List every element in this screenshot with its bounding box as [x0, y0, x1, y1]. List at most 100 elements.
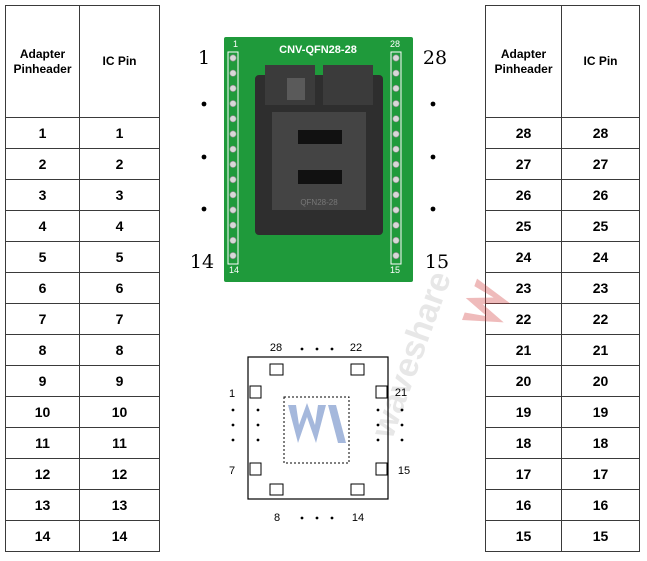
ic-label-bottom-left: 8 [274, 512, 280, 524]
pin-hole [229, 69, 237, 77]
pin-hole [392, 69, 400, 77]
pin-header-outline [390, 51, 402, 265]
socket-latch-right [323, 65, 373, 105]
header-adapter-pinheader: Adapter Pinheader [5, 5, 80, 118]
pin-hole [392, 100, 400, 108]
adapter-board: CNV-QFN28-28 1 28 14 15 QFN28-28 [224, 37, 413, 282]
ic-pin-dot [256, 438, 260, 442]
board-corner-top-left: 1 [233, 39, 238, 49]
cell-ic-pin: 5 [79, 241, 160, 273]
header-ic-pin: IC Pin [79, 5, 160, 118]
cell-ic-pin: 27 [561, 148, 640, 180]
socket-text: QFN28-28 [300, 198, 338, 207]
board-corner-bottom-left: 14 [229, 265, 239, 275]
board-corner-top-right: 28 [390, 39, 400, 49]
ic-pin-dot [256, 423, 260, 427]
ic-pad [269, 363, 284, 376]
socket-spring [287, 78, 305, 100]
ic-pin-dot [231, 408, 235, 412]
pin-hole [392, 145, 400, 153]
side-label-top-right: 28 [423, 47, 447, 69]
pin-hole [229, 206, 237, 214]
ic-footprint-diagram: 28 22 1 7 21 15 8 14 [229, 342, 410, 524]
cell-ic-pin: 28 [561, 117, 640, 149]
dot [430, 154, 436, 160]
pin-hole [229, 145, 237, 153]
cell-ic-pin: 18 [561, 427, 640, 459]
pin-header-rows [227, 51, 402, 265]
cell-ic-pin: 21 [561, 334, 640, 366]
watermark-logo-icon [462, 278, 511, 323]
ic-pin-dot [376, 423, 380, 427]
ic-pin-dot [315, 347, 319, 351]
cell-adapter-pin: 4 [5, 210, 80, 242]
socket-cavity [272, 112, 366, 210]
ic-pad [350, 483, 365, 496]
ic-pads [231, 347, 404, 520]
cell-adapter-pin: 22 [485, 303, 562, 335]
ic-pad [269, 483, 284, 496]
cell-adapter-pin: 8 [5, 334, 80, 366]
cell-ic-pin: 8 [79, 334, 160, 366]
pin-hole [229, 191, 237, 199]
pin-hole [392, 115, 400, 123]
cell-ic-pin: 15 [561, 520, 640, 552]
pin-hole [392, 160, 400, 168]
dot [201, 101, 207, 107]
cell-ic-pin: 4 [79, 210, 160, 242]
watermark-text: waveshare [363, 266, 459, 443]
ic-pad [375, 462, 388, 476]
board-corner-bottom-right: 15 [390, 265, 400, 275]
dot [201, 154, 207, 160]
cell-ic-pin: 14 [79, 520, 160, 552]
pin-hole [392, 206, 400, 214]
cell-ic-pin: 25 [561, 210, 640, 242]
socket-slot-bottom [298, 170, 342, 184]
pin-hole [392, 252, 400, 260]
pin-hole [229, 54, 237, 62]
ic-pin-dot [231, 438, 235, 442]
ic-pin-dot [400, 408, 404, 412]
dot [201, 206, 207, 212]
pin-hole [392, 54, 400, 62]
pin-hole [392, 191, 400, 199]
side-label-top-left: 1 [198, 47, 210, 69]
cell-adapter-pin: 25 [485, 210, 562, 242]
socket-slot-top [298, 130, 342, 144]
pin-hole [392, 176, 400, 184]
cell-adapter-pin: 19 [485, 396, 562, 428]
ic-label-right-bottom: 15 [398, 465, 410, 477]
cell-ic-pin: 22 [561, 303, 640, 335]
ic-label-top-left: 28 [270, 342, 282, 354]
pin-hole [229, 100, 237, 108]
cell-adapter-pin: 6 [5, 272, 80, 304]
cell-adapter-pin: 23 [485, 272, 562, 304]
ic-label-bottom-right: 14 [352, 512, 364, 524]
ic-pad [375, 385, 388, 399]
ic-label-left-top: 1 [229, 388, 235, 400]
ic-logo-icon [288, 403, 346, 443]
pin-hole [229, 221, 237, 229]
side-label-bottom-left: 14 [190, 251, 214, 273]
ic-outline [247, 356, 389, 500]
pin-hole [392, 221, 400, 229]
header-adapter-pinheader: Adapter Pinheader [485, 5, 562, 118]
